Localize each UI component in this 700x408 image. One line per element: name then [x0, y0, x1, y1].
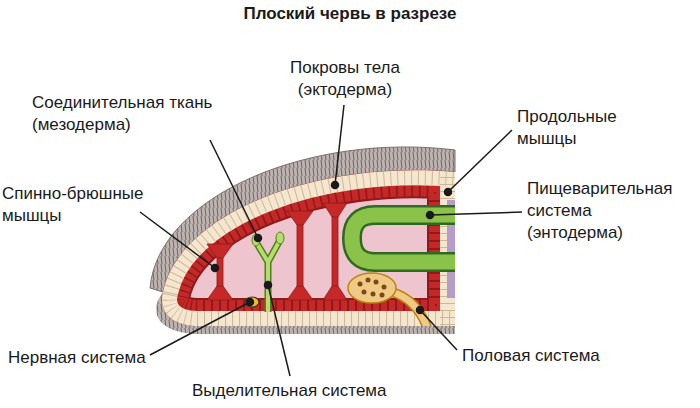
part-label: Нервная система — [8, 347, 146, 369]
part-label: Продольные мышцы — [517, 106, 647, 150]
body-section — [162, 170, 460, 330]
part-label: Спинно-брюшные мышцы — [2, 183, 167, 227]
part-label: Половая система — [462, 345, 600, 367]
diagram-title: Плоский червь в разрезе — [0, 3, 700, 25]
part-label: Выделительная система — [192, 380, 387, 402]
part-label: Пищеварительная система (энтодерма) — [527, 178, 685, 244]
part-label: Соединительная ткань (мезодерма) — [32, 92, 247, 136]
part-label: Покровы тела (эктодерма) — [270, 57, 420, 101]
leader-lines — [140, 105, 522, 376]
